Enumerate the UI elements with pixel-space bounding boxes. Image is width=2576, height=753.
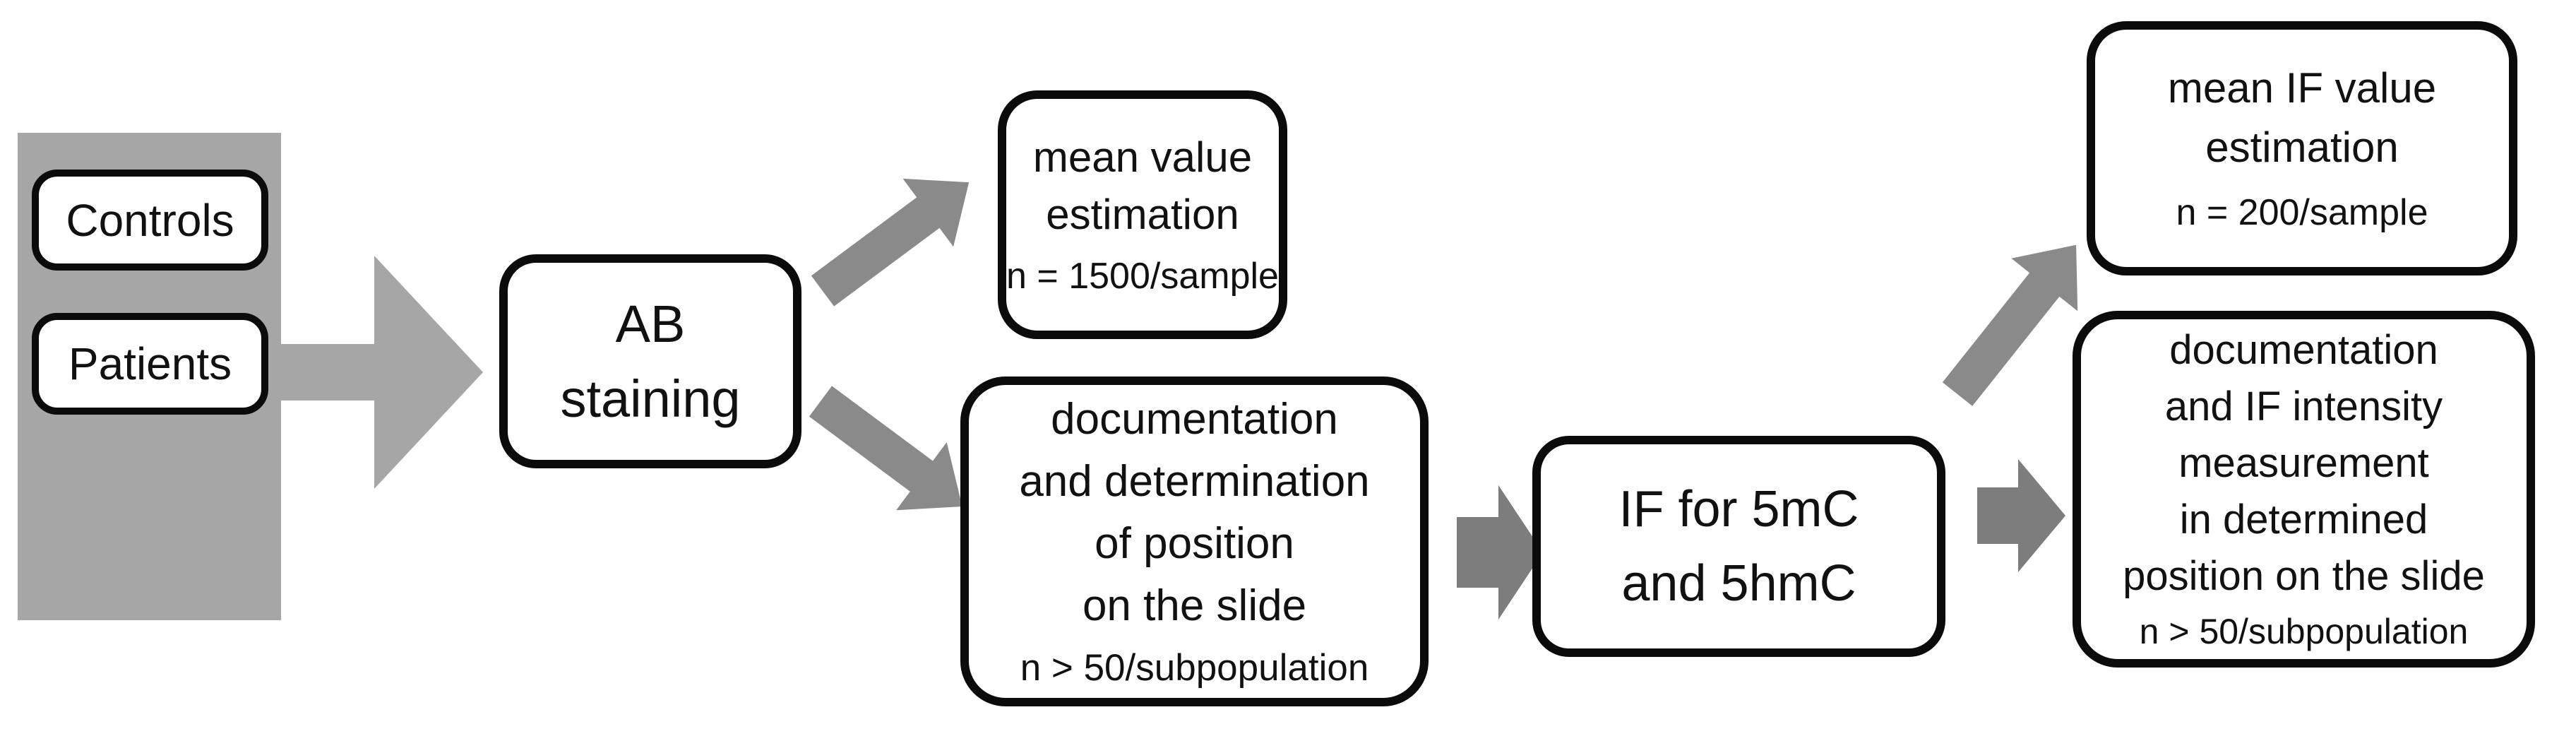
if-staining-line1: IF for 5mC	[1618, 481, 1859, 538]
if-measurement-line2: and IF intensity	[2164, 383, 2443, 429]
mean-if-value-node: mean IF value estimation n = 200/sample	[2087, 21, 2517, 275]
documentation-line4: on the slide	[1082, 581, 1307, 630]
mean-if-sample-note: n = 200/sample	[2176, 191, 2428, 233]
arrow-samples-to-ab	[281, 256, 483, 489]
arrow-ab-to-documentation	[809, 386, 962, 511]
if-measurement-line5: position on the slide	[2123, 553, 2485, 600]
mean-value-line1: mean value	[1032, 133, 1253, 181]
ab-staining-line2: staining	[560, 369, 741, 428]
documentation-line3: of position	[1095, 518, 1294, 568]
documentation-line1: documentation	[1051, 394, 1338, 444]
if-measurement-line4: in determined	[2179, 497, 2428, 543]
if-measurement-sample-note: n > 50/subpopulation	[2139, 612, 2469, 652]
documentation-sample-note: n > 50/subpopulation	[1020, 646, 1369, 689]
patients-node: Patients	[32, 313, 268, 415]
arrow-ab-to-mean-value	[811, 178, 970, 307]
patients-label: Patients	[68, 338, 232, 389]
mean-if-line1: mean IF value	[2167, 64, 2437, 112]
ab-staining-node: AB staining	[499, 254, 801, 468]
mean-value-line2: estimation	[1046, 190, 1239, 238]
controls-label: Controls	[66, 194, 234, 246]
arrow-if-to-mean-if	[1942, 244, 2078, 406]
if-measurement-node: documentation and IF intensity measureme…	[2073, 311, 2535, 668]
if-measurement-line1: documentation	[2169, 326, 2438, 373]
if-measurement-line3: measurement	[2178, 439, 2429, 486]
arrow-documentation-to-if	[1457, 485, 1543, 619]
mean-value-sample-note: n = 1500/sample	[1006, 255, 1279, 297]
arrow-if-to-measurement	[1977, 459, 2065, 572]
mean-if-line2: estimation	[2205, 123, 2399, 171]
controls-node: Controls	[32, 170, 268, 271]
documentation-position-node: documentation and determination of posit…	[960, 376, 1429, 706]
documentation-line2: and determination	[1019, 456, 1370, 506]
ab-staining-line1: AB	[615, 295, 686, 354]
mean-value-estimation-node: mean value estimation n = 1500/sample	[998, 90, 1287, 339]
if-staining-node: IF for 5mC and 5hmC	[1532, 436, 1945, 657]
if-staining-line2: and 5hmC	[1621, 555, 1856, 612]
